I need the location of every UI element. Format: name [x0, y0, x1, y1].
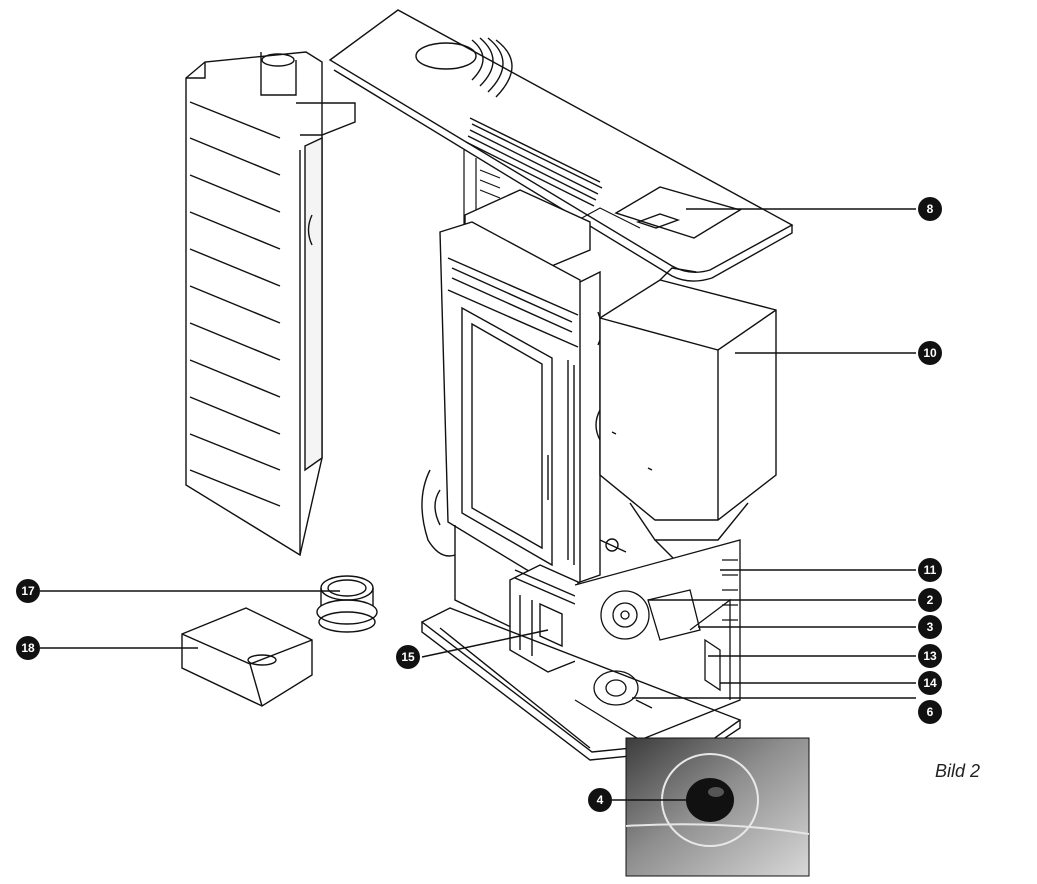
- callout-15: 15: [396, 645, 420, 669]
- leader-lines: [40, 208, 916, 801]
- flue-adapter: [316, 575, 378, 633]
- pellet-hopper: [599, 267, 777, 576]
- callout-10-label: 10: [923, 346, 937, 360]
- figure-caption: Bild 2: [935, 761, 981, 781]
- detail-photo: [625, 737, 810, 877]
- callout-2-label: 2: [927, 593, 934, 607]
- top-cover: [328, 9, 794, 282]
- stove-body: [421, 189, 627, 673]
- callout-6-label: 6: [927, 705, 934, 719]
- callout-3: 3: [918, 615, 942, 639]
- callout-11-label: 11: [924, 563, 937, 577]
- callout-17-label: 17: [21, 584, 35, 598]
- callout-4: 4: [588, 788, 612, 812]
- leader-line-15: [421, 629, 549, 658]
- side-panel: [185, 51, 356, 557]
- callout-18-label: 18: [21, 641, 35, 655]
- callout-8-label: 8: [927, 202, 934, 216]
- callout-4-label: 4: [597, 793, 604, 807]
- callout-3-label: 3: [927, 620, 934, 634]
- lower-assembly: [574, 539, 741, 741]
- callout-14-label: 14: [923, 676, 937, 690]
- callout-6: 6: [918, 700, 942, 724]
- callout-13: 13: [918, 644, 942, 668]
- ash-box: [181, 607, 313, 707]
- callout-13-label: 13: [923, 649, 937, 663]
- callout-2: 2: [918, 588, 942, 612]
- callout-14: 14: [918, 671, 942, 695]
- callout-15-label: 15: [401, 650, 415, 664]
- callout-8: 8: [918, 197, 942, 221]
- callout-18: 18: [16, 636, 40, 660]
- callout-17: 17: [16, 579, 40, 603]
- callout-10: 10: [918, 341, 942, 365]
- callout-11: 11: [918, 558, 942, 582]
